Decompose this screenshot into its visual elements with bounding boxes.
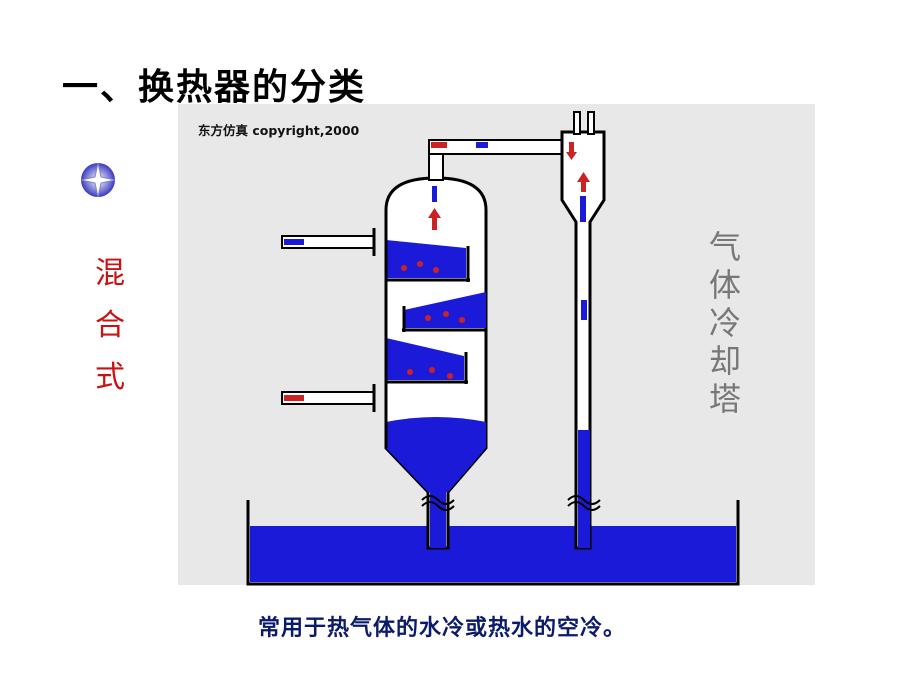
four-point-star-icon bbox=[80, 162, 116, 198]
tower-label-char: 冷 bbox=[708, 304, 741, 342]
tower-label: 气 体 冷 却 塔 bbox=[700, 228, 750, 418]
category-char: 混 bbox=[95, 256, 125, 291]
copyright-text: 东方仿真 copyright,2000 bbox=[198, 123, 360, 138]
diagram-panel bbox=[178, 104, 815, 585]
page-title: 一、换热器的分类 bbox=[62, 67, 367, 108]
tower-label-char: 体 bbox=[708, 266, 741, 304]
separator-column bbox=[560, 111, 606, 550]
mixing-condenser bbox=[281, 176, 488, 550]
gas-transfer-pipe bbox=[428, 139, 580, 181]
category-label: 混 合 式 bbox=[90, 248, 130, 404]
tower-label-char: 气 bbox=[708, 228, 741, 266]
category-char: 式 bbox=[95, 360, 125, 395]
water-basin bbox=[246, 500, 740, 586]
tower-label-char: 塔 bbox=[708, 380, 741, 418]
category-char: 合 bbox=[95, 308, 125, 343]
tower-label-char: 却 bbox=[708, 342, 741, 380]
caption: 常用于热气体的水冷或热水的空冷。 bbox=[258, 616, 627, 641]
